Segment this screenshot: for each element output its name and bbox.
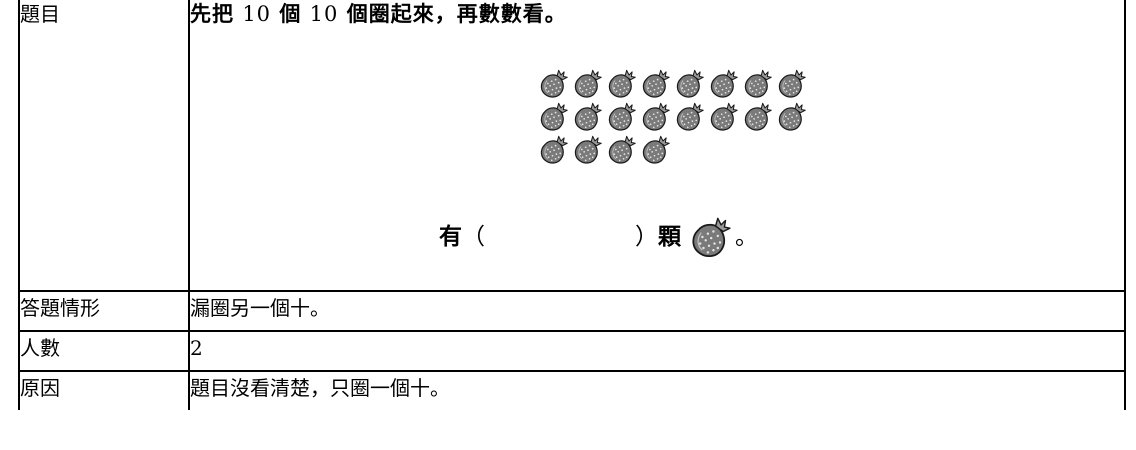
count-value: 2 bbox=[188, 330, 1126, 372]
reason-value: 題目沒看清楚，只圈一個十。 bbox=[188, 370, 1126, 410]
strawberry-icon bbox=[537, 134, 568, 165]
strawberry-icon bbox=[673, 101, 704, 132]
strawberry-icon bbox=[775, 68, 806, 99]
reason-label: 原因 bbox=[18, 370, 190, 410]
strawberry-icon bbox=[639, 101, 670, 132]
question-row: 題目 先把 10 個 10 個圈起來，再數數看。 有 （ ） 顆 。 bbox=[18, 0, 1126, 292]
prompt-number-1: 10 bbox=[242, 2, 272, 26]
prompt-part-b: 個 bbox=[279, 2, 302, 26]
strawberry-icon bbox=[741, 101, 772, 132]
paren-open: （ bbox=[462, 224, 485, 250]
answer-situation-row: 答題情形 漏圈另一個十。 bbox=[18, 290, 1126, 332]
strawberry-icon bbox=[605, 101, 636, 132]
prompt-number-2: 10 bbox=[309, 2, 339, 26]
question-prompt: 先把 10 個 10 個圈起來，再數數看。 bbox=[190, 0, 1124, 28]
reason-row: 原因 題目沒看清楚，只圈一個十。 bbox=[18, 370, 1126, 410]
answer-situation-value: 漏圈另一個十。 bbox=[188, 290, 1126, 332]
answer-suffix: 顆 bbox=[658, 224, 681, 250]
prompt-part-a: 先把 bbox=[190, 2, 234, 26]
tail-mark: 。 bbox=[735, 224, 758, 250]
question-cell: 先把 10 個 10 個圈起來，再數數看。 有 （ ） 顆 。 bbox=[188, 0, 1126, 292]
strawberry-icon bbox=[741, 68, 772, 99]
strawberry-icon bbox=[775, 101, 806, 132]
strawberry-row bbox=[537, 101, 806, 134]
question-label: 題目 bbox=[18, 0, 190, 292]
strawberry-icon bbox=[605, 134, 636, 165]
strawberry-icon bbox=[707, 101, 738, 132]
strawberry-icon bbox=[571, 68, 602, 99]
strawberry-icon bbox=[605, 68, 636, 99]
strawberry-icon bbox=[537, 101, 568, 132]
error-analysis-table: 題目 先把 10 個 10 個圈起來，再數數看。 有 （ ） 顆 。 答題情形 … bbox=[18, 0, 1126, 410]
strawberry-icon bbox=[537, 68, 568, 99]
strawberry-row bbox=[537, 134, 806, 167]
paren-close: ） bbox=[635, 224, 658, 250]
strawberry-icon bbox=[639, 134, 670, 165]
answer-prefix: 有 bbox=[439, 224, 462, 250]
strawberry-icon bbox=[687, 215, 731, 259]
strawberry-icon bbox=[571, 134, 602, 165]
strawberry-row bbox=[537, 68, 806, 101]
strawberry-icon bbox=[571, 101, 602, 132]
count-label: 人數 bbox=[18, 330, 190, 372]
answer-line: 有 （ ） 顆 。 bbox=[439, 215, 758, 259]
prompt-part-c: 個圈起來，再數數看。 bbox=[346, 2, 567, 26]
answer-situation-label: 答題情形 bbox=[18, 290, 190, 332]
strawberry-grid bbox=[537, 68, 806, 167]
strawberry-icon bbox=[673, 68, 704, 99]
strawberry-icon bbox=[707, 68, 738, 99]
count-row: 人數 2 bbox=[18, 330, 1126, 372]
strawberry-icon bbox=[639, 68, 670, 99]
